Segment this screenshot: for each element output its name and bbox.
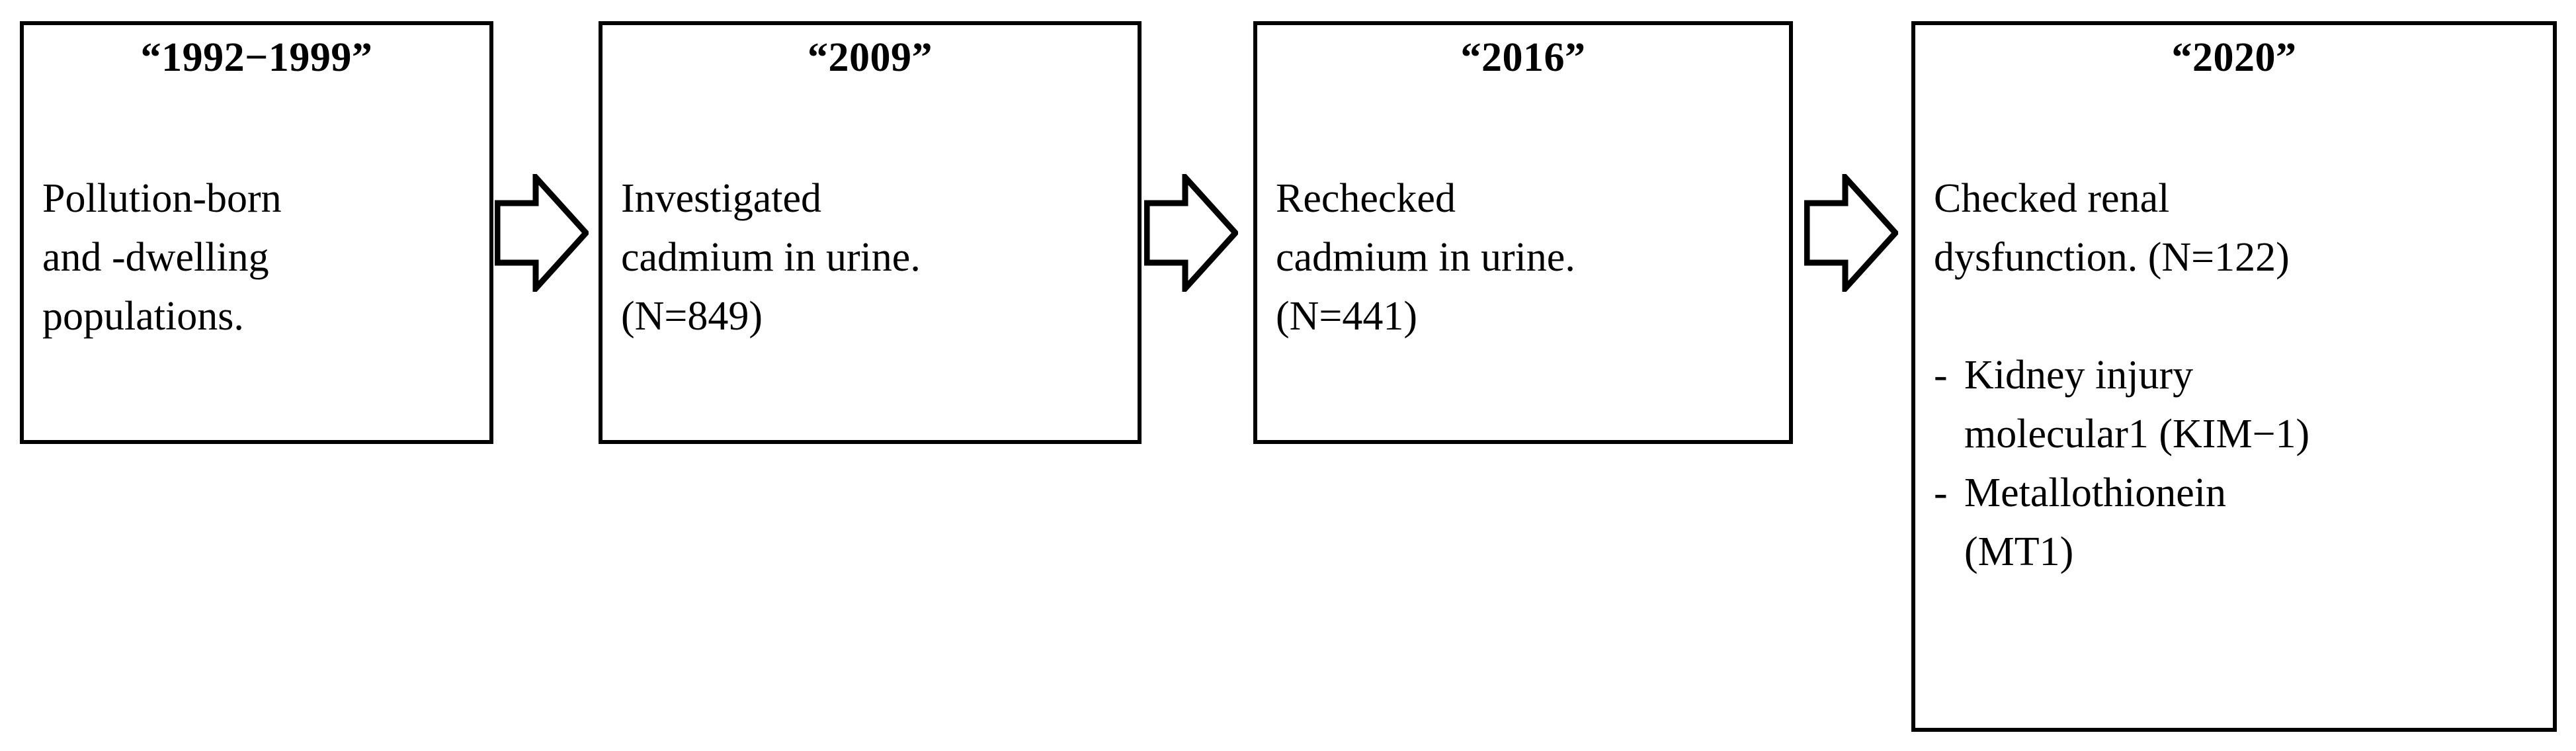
body-line: Kidney injury	[1964, 353, 2194, 398]
body-line: populations.	[42, 294, 244, 339]
body-line: Pollution-born	[42, 176, 282, 221]
flow-step-box-2: “2009” Investigated cadmium in urine. (N…	[599, 21, 1142, 444]
body-line: cadmium in urine.	[1276, 235, 1575, 280]
list-item: - Kidney injury molecular1 (KIM−1)	[1934, 346, 2544, 464]
flow-step-3-body: Rechecked cadmium in urine. (N=441)	[1276, 169, 1780, 346]
flow-step-2-title: “2009”	[808, 35, 933, 80]
flow-step-2-paragraph: Investigated cadmium in urine. (N=849)	[621, 169, 1128, 346]
bullet-marker: -	[1934, 353, 1948, 398]
flow-step-4-bullet-list: - Kidney injury molecular1 (KIM−1) - Met…	[1934, 346, 2544, 582]
body-line: Investigated	[621, 176, 822, 221]
flow-step-box-3: “2016” Rechecked cadmium in urine. (N=44…	[1253, 21, 1793, 444]
flow-step-box-4: “2020” Checked renal dysfunction. (N=122…	[1911, 21, 2557, 732]
flow-step-1-paragraph: Pollution-born and -dwelling populations…	[42, 169, 480, 346]
arrow-step2-to-step3-icon	[1144, 174, 1238, 292]
bullet-text: Metallothionein (MT1)	[1964, 464, 2544, 582]
flow-step-3-title: “2016”	[1460, 35, 1586, 80]
flow-step-box-1: “1992−1999” Pollution-born and -dwelling…	[20, 21, 493, 444]
body-line: (MT1)	[1964, 529, 2074, 574]
body-line: cadmium in urine.	[621, 235, 921, 280]
body-line: dysfunction. (N=122)	[1934, 235, 2290, 280]
bullet-marker: -	[1934, 470, 1948, 515]
body-line: Checked renal	[1934, 176, 2170, 221]
list-item: - Metallothionein (MT1)	[1934, 464, 2544, 582]
flow-step-1-body: Pollution-born and -dwelling populations…	[42, 169, 480, 346]
body-line: (N=849)	[621, 294, 763, 339]
bullet-text: Kidney injury molecular1 (KIM−1)	[1964, 346, 2544, 464]
body-line: and -dwelling	[42, 235, 269, 280]
flow-step-2-body: Investigated cadmium in urine. (N=849)	[621, 169, 1128, 346]
arrow-step1-to-step2-icon	[495, 174, 589, 292]
arrow-step3-to-step4-icon	[1804, 174, 1898, 292]
flow-step-4-paragraph: Checked renal dysfunction. (N=122)	[1934, 169, 2544, 287]
body-line: Metallothionein	[1964, 470, 2227, 515]
flow-step-1-title: “1992−1999”	[140, 35, 373, 80]
body-line: Rechecked	[1276, 176, 1456, 221]
flow-step-4-body: Checked renal dysfunction. (N=122) - Kid…	[1934, 169, 2544, 582]
body-line: (N=441)	[1276, 294, 1418, 339]
body-line: molecular1 (KIM−1)	[1964, 412, 2310, 457]
flow-step-4-title: “2020”	[2171, 35, 2297, 80]
flow-step-3-paragraph: Rechecked cadmium in urine. (N=441)	[1276, 169, 1780, 346]
